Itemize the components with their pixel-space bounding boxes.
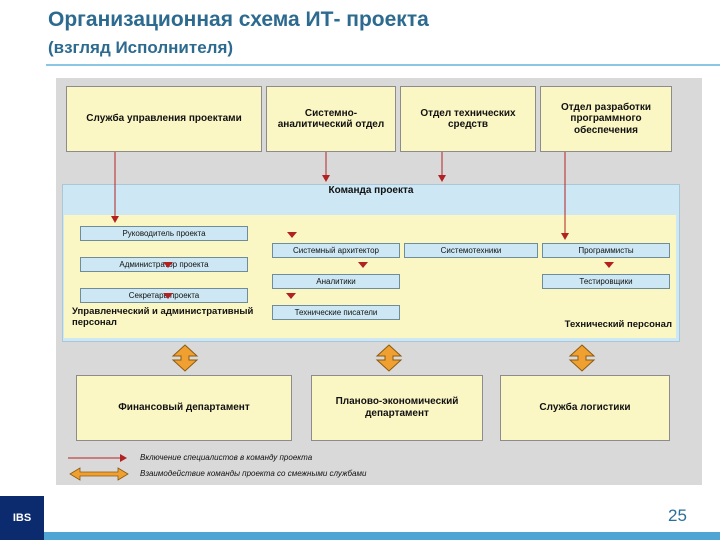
legend-interaction-text: Взаимодействие команды проекта со смежны… [140,469,367,478]
role-project-manager: Руководитель проекта [80,226,248,241]
page-title: Организационная схема ИТ- проекта [48,8,429,31]
title-divider [46,64,720,66]
dept-software-development: Отдел разработки программного обеспечени… [540,86,672,152]
page-subtitle: (взгляд Исполнителя) [48,38,234,57]
role-system-architect: Системный архитектор [272,243,400,258]
service-planning-economic: Планово-экономический департамент [311,375,483,441]
red-marker [163,262,173,268]
role-technical-writers: Технические писатели [272,305,400,320]
project-team-title: Команда проекта [328,185,414,196]
dept-technical-means: Отдел технических средств [400,86,536,152]
interaction-double-arrow [171,344,199,372]
service-logistics: Служба логистики [500,375,670,441]
role-project-administrator: Администратор проекта [80,257,248,272]
red-marker [163,293,173,299]
management-staff-label: Управленческий и административный персон… [72,306,254,328]
technical-staff-label: Технический персонал [564,319,672,330]
dept-project-management: Служба управления проектами [66,86,262,152]
role-analysts: Аналитики [272,274,400,289]
red-marker [287,232,297,238]
legend-inclusion-text: Включение специалистов в команду проекта [140,453,313,462]
service-finance: Финансовый департамент [76,375,292,441]
company-logo: IBS [0,496,44,540]
interaction-double-arrow [568,344,596,372]
role-testers: Тестировщики [542,274,670,289]
legend-interaction-arrow [69,467,129,481]
red-marker [286,293,296,299]
role-project-secretary: Секретарь проекта [80,288,248,303]
interaction-double-arrow [375,344,403,372]
role-system-engineers: Системотехники [404,243,538,258]
red-marker [358,262,368,268]
red-marker [604,262,614,268]
role-programmers: Программисты [542,243,670,258]
footer-bar [44,532,720,540]
dept-system-analysis: Системно-аналитический отдел [266,86,396,152]
page-number: 25 [668,506,687,525]
